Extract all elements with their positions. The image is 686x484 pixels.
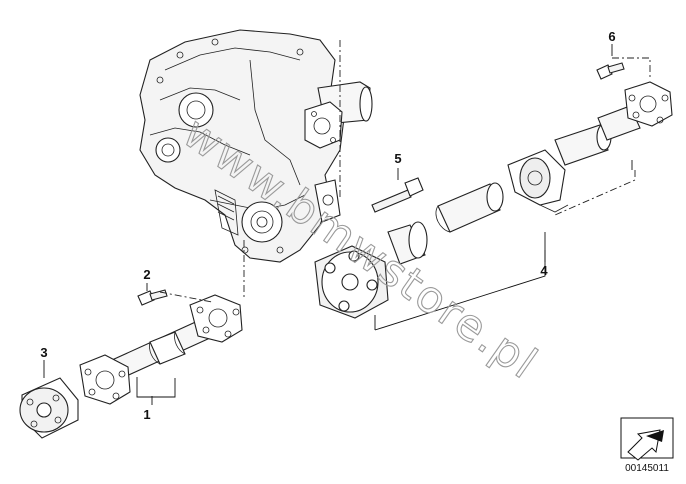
diagram-number: 00145011 [625, 463, 669, 474]
callout-6: 6 [608, 29, 615, 44]
callout-labels: 1 2 3 4 5 6 [40, 29, 615, 422]
watermark-text: www.bmwstore.pl [174, 107, 547, 390]
callout-4: 4 [540, 263, 548, 278]
callout-5: 5 [394, 151, 401, 166]
leader-lines [43, 44, 633, 405]
front-propshaft [79, 294, 243, 405]
callout-2: 2 [143, 267, 150, 282]
bolt-6 [596, 62, 625, 80]
flex-disc-small [19, 377, 79, 439]
bolt-5 [371, 177, 424, 213]
rear-propshaft [314, 81, 673, 319]
alignment-lines [159, 40, 651, 303]
transfer-case [139, 29, 373, 263]
callout-1: 1 [143, 407, 150, 422]
callout-3: 3 [40, 345, 47, 360]
diagram-id-box: 00145011 [620, 417, 674, 474]
